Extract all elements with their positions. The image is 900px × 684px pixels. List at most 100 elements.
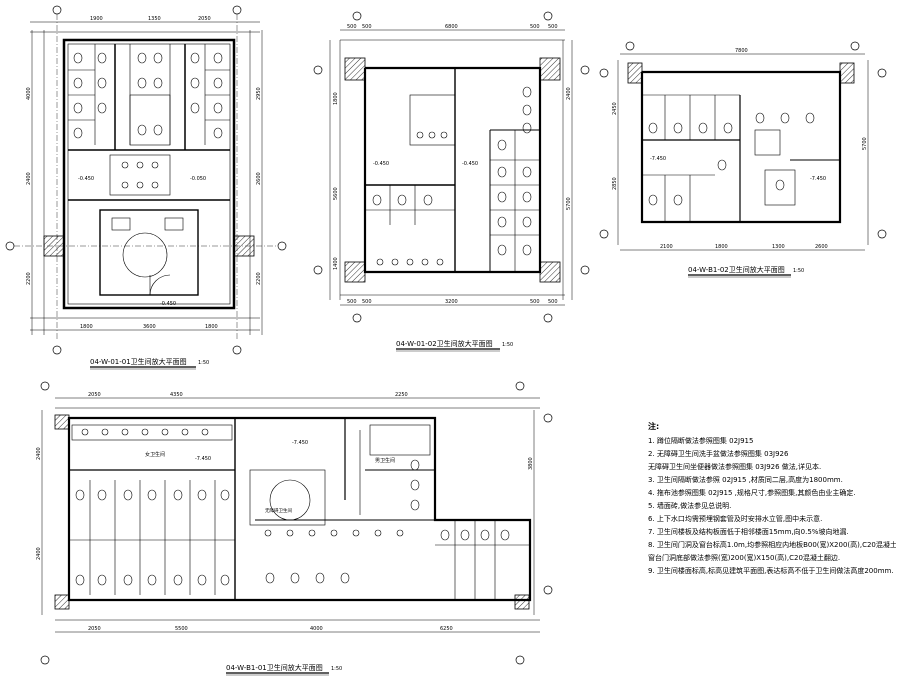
dim-text: 2950 <box>256 87 262 100</box>
grid-bubble <box>352 11 362 21</box>
dim-text: 500 <box>347 299 357 305</box>
dim-text: 2050 <box>88 626 101 632</box>
dim-text: 2600 <box>256 172 262 185</box>
dim-text: 2400 <box>36 447 42 460</box>
grid-bubble <box>52 5 62 15</box>
dim-text: 2400 <box>566 87 572 100</box>
dim-text: 2850 <box>612 177 618 190</box>
grid-bubble <box>515 381 525 391</box>
note-item: 9. 卫生间楼面标高,标高见建筑平面图,表达标高不低于卫生间做法高度200mm. <box>648 567 894 575</box>
note-item: 3. 卫生间隔断做法参照 02J915 ,材质同二层,高度为1800mm. <box>648 476 843 484</box>
grid-bubble <box>599 229 609 239</box>
dim-text: 3200 <box>445 299 458 305</box>
dim-text: 500 <box>548 24 558 30</box>
dim-text: 2400 <box>36 547 42 560</box>
plan-scale: 1:50 <box>793 268 804 274</box>
note-item: 4. 拖布池参照图集 02J915 ,规格尺寸,参照图集,其颜色由业主确定. <box>648 489 856 497</box>
dim-text: 1300 <box>772 244 785 250</box>
dim-text: 500 <box>530 299 540 305</box>
dim-text: 1800 <box>205 324 218 330</box>
grid-bubble <box>232 345 242 355</box>
plan-04-W-01-01: 1900 1350 2050 1800 3600 1800 4000 2400 … <box>5 5 287 370</box>
dim-text: 2200 <box>256 272 262 285</box>
plan-title: 04-W-01-01卫生间放大平面图 <box>90 357 187 366</box>
note-item: 1. 蹲位隔断做法参照图集 02J915 <box>648 437 754 445</box>
grid-bubble <box>52 345 62 355</box>
dim-text: 1800 <box>333 92 339 105</box>
dim-text: 6800 <box>445 24 458 30</box>
plan-title: 04-W-01-02卫生间放大平面图 <box>396 339 493 348</box>
level-label: -7.450 <box>292 440 308 446</box>
grid-bubble <box>277 241 287 251</box>
dim-text: 7800 <box>735 48 748 54</box>
dim-text: 2400 <box>26 172 32 185</box>
plan-04-W-01-02: 500 500 6800 500 500 500 500 3200 500 50… <box>313 11 590 352</box>
room-label: 男卫生间 <box>375 457 395 464</box>
level-label: -7.450 <box>195 456 211 462</box>
notes-heading: 注: <box>648 422 660 431</box>
plan-title: 04-W-B1-01卫生间放大平面图 <box>226 663 323 672</box>
grid-bubble <box>625 41 635 51</box>
dim-text: 5700 <box>862 137 868 150</box>
note-item: 窗台门洞底部做法参照(宽)200(宽)X150(高),C20混凝土翻边. <box>648 554 841 562</box>
dim-text: 2250 <box>395 392 408 398</box>
grid-bubble <box>850 41 860 51</box>
dim-text: 2100 <box>660 244 673 250</box>
grid-bubble <box>40 655 50 665</box>
note-item: 7. 卫生间楼板及结构板面低于相邻楼面15mm,向0.5%坡向地漏. <box>648 528 849 536</box>
plan-scale: 1:50 <box>198 360 209 366</box>
level-label: -0.450 <box>462 161 478 167</box>
dim-text: 5500 <box>175 626 188 632</box>
dim-text: 500 <box>548 299 558 305</box>
plan-scale: 1:50 <box>331 666 342 672</box>
dim-text: 2050 <box>88 392 101 398</box>
dim-text: 1800 <box>80 324 93 330</box>
note-item: 2. 无障碍卫生间洗手盆做法参照图集 03J926 <box>648 450 789 458</box>
dim-text: 4350 <box>170 392 183 398</box>
grid-bubble <box>580 65 590 75</box>
note-item: 无障碍卫生间坐便器做法参照图集 03J926 做法,详见本. <box>648 463 822 471</box>
level-label: -7.450 <box>810 176 826 182</box>
dim-text: 3800 <box>528 457 534 470</box>
general-notes: 注: 1. 蹲位隔断做法参照图集 02J915 2. 无障碍卫生间洗手盆做法参照… <box>648 420 896 578</box>
grid-bubble <box>877 229 887 239</box>
note-item: 6. 上下水口均需预埋钢套管及时安排水立管,图中未示意. <box>648 515 823 523</box>
dim-text: 500 <box>362 24 372 30</box>
dim-text: 4000 <box>26 87 32 100</box>
grid-bubble <box>352 313 362 323</box>
level-label: -7.450 <box>650 156 666 162</box>
dim-text: 500 <box>347 24 357 30</box>
dim-text: 500 <box>530 24 540 30</box>
dim-text: 1400 <box>333 257 339 270</box>
grid-bubble <box>313 265 323 275</box>
grid-bubble <box>543 313 553 323</box>
level-label: -0.450 <box>78 176 94 182</box>
grid-bubble <box>543 11 553 21</box>
plan-title: 04-W-B1-02卫生间放大平面图 <box>688 265 785 274</box>
grid-bubble <box>580 265 590 275</box>
dim-text: 500 <box>362 299 372 305</box>
dim-text: 1350 <box>148 16 161 22</box>
plan-04-W-B1-02: 7800 2100 1800 1300 2600 2450 2850 5700 … <box>599 41 887 278</box>
level-label: -0.050 <box>190 176 206 182</box>
dim-text: 3600 <box>143 324 156 330</box>
level-label: -0.450 <box>160 301 176 307</box>
dim-text: 5700 <box>566 197 572 210</box>
grid-bubble <box>515 655 525 665</box>
room-label: 女卫生间 <box>145 451 165 458</box>
dim-text: 2050 <box>198 16 211 22</box>
dim-text: 6250 <box>440 626 453 632</box>
level-label: -0.450 <box>373 161 389 167</box>
grid-bubble <box>40 381 50 391</box>
dim-text: 4000 <box>310 626 323 632</box>
dim-text: 2450 <box>612 102 618 115</box>
note-item: 8. 卫生间门洞及窗台标高1.0m,均参照相应内地板B00(宽)X200(高),… <box>648 541 896 549</box>
grid-bubble <box>543 585 553 595</box>
grid-bubble <box>313 65 323 75</box>
note-item: 5. 墙面砖,做法参见总说明. <box>648 502 732 510</box>
grid-bubble <box>5 241 15 251</box>
dim-text: 5600 <box>333 187 339 200</box>
dim-text: 2600 <box>815 244 828 250</box>
grid-bubble <box>877 68 887 78</box>
